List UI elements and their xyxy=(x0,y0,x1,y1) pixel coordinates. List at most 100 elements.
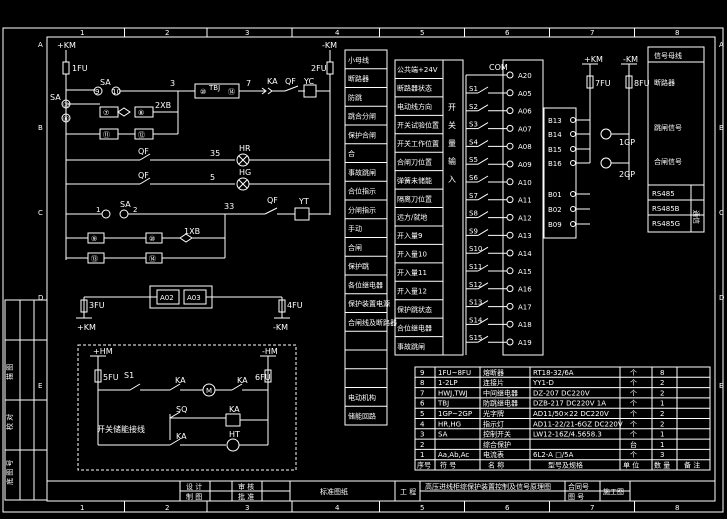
bom-unit: 个 xyxy=(630,410,637,418)
bom-code: SA xyxy=(438,431,448,439)
switch-S13: S13 xyxy=(469,299,482,307)
bom-header-code: 符 号 xyxy=(440,461,456,470)
io-terminals: A20A05A06A07A08A09A10A11A12A13A14A15A16A… xyxy=(465,71,532,355)
svg-text:⑭: ⑭ xyxy=(149,255,156,263)
svg-text:SQ: SQ xyxy=(176,405,187,414)
io-label: 开入量10 xyxy=(397,251,427,259)
function-label: 各位继电器 xyxy=(348,280,383,289)
output-terminal-block xyxy=(543,107,577,239)
switch-S4: S4 xyxy=(469,138,478,146)
bom-code: TBJ xyxy=(437,400,449,408)
terminal-A09: A09 xyxy=(518,161,532,169)
fuse-1fu-label: 1FU xyxy=(72,64,88,73)
svg-text:RS485: RS485 xyxy=(652,190,675,198)
node-3: 3 xyxy=(170,79,175,88)
svg-text:⑬: ⑬ xyxy=(91,255,98,263)
svg-text:⑥: ⑥ xyxy=(63,115,69,123)
bom-name: 控制开关 xyxy=(483,430,511,439)
io-label: 开入量9 xyxy=(397,232,422,240)
bom-qty: 2 xyxy=(660,410,664,418)
column-marker-3: 3 xyxy=(245,29,249,37)
svg-text:M: M xyxy=(206,387,212,395)
svg-text:5FU: 5FU xyxy=(103,373,119,382)
function-label: 小母线 xyxy=(348,55,369,64)
bom-spec: DZ-207 DC220V xyxy=(533,389,590,397)
svg-text:KA: KA xyxy=(176,432,187,441)
io-label: 保护跳状态 xyxy=(397,305,432,314)
io-label: 开入量12 xyxy=(397,287,427,295)
svg-text:+KM: +KM xyxy=(584,55,603,64)
node-7: 7 xyxy=(246,79,251,88)
bom-unit: 个 xyxy=(630,400,637,408)
bom-spec: LW12-16Z/4.5658.3 xyxy=(533,431,602,439)
terminal-A14: A14 xyxy=(518,250,532,258)
column-marker-bottom-2: 2 xyxy=(165,504,169,512)
io-label: 合闸刀位置 xyxy=(397,157,432,166)
bom-name: 连接片 xyxy=(483,378,504,387)
left-label-a: 描 图 xyxy=(5,364,14,380)
svg-text:工 程: 工 程 xyxy=(400,487,416,496)
column-marker-bottom-6: 6 xyxy=(505,504,510,512)
svg-text:RS485G: RS485G xyxy=(652,220,680,228)
fuse-8fu xyxy=(625,75,633,89)
io-label: 弹簧未储能 xyxy=(397,176,432,185)
column-marker-4: 4 xyxy=(335,29,340,37)
bom-no: 7 xyxy=(420,389,424,397)
svg-text:⑦: ⑦ xyxy=(103,109,109,117)
output-terminal-b02: B02 xyxy=(548,206,562,214)
switch-S14: S14 xyxy=(469,316,483,324)
bus-plus-km: +KM xyxy=(57,41,76,50)
svg-text:⑭: ⑭ xyxy=(228,88,235,96)
row-marker-E: E xyxy=(38,382,42,390)
output-terminal-b01: B01 xyxy=(548,191,562,199)
bom-name: 熔断器 xyxy=(483,368,504,377)
io-side-char: 输 xyxy=(448,156,456,166)
bus-minus-km: -KM xyxy=(322,41,337,50)
fuse-7fu xyxy=(586,75,594,89)
bom-no: 9 xyxy=(420,369,424,377)
yt-label: YT xyxy=(298,197,309,206)
switch-S15: S15 xyxy=(469,334,482,342)
terminal-A18: A18 xyxy=(518,321,532,329)
io-label: 远方/就地 xyxy=(397,213,427,222)
bom-no: 3 xyxy=(420,431,424,439)
svg-text:2: 2 xyxy=(133,206,137,214)
bom-spec: DZB-217 DC220V 1A xyxy=(533,400,606,408)
bom-unit: 个 xyxy=(630,431,637,439)
svg-text:KA: KA xyxy=(237,376,248,385)
qf-label-top: QF xyxy=(285,77,296,86)
bom-unit: 个 xyxy=(630,379,637,387)
io-label: 开入量11 xyxy=(397,269,427,277)
bom-unit: 个 xyxy=(630,420,637,428)
xb2-label: 2XB xyxy=(155,101,171,110)
bom-unit: 台 xyxy=(630,440,637,449)
terminal-A06: A06 xyxy=(518,108,532,116)
terminal-A08: A08 xyxy=(518,143,532,151)
terminal-A07: A07 xyxy=(518,125,532,133)
terminal-A19: A19 xyxy=(518,339,532,347)
node-5: 5 xyxy=(210,173,215,182)
io-terminal-block xyxy=(502,59,544,356)
io-label: 开关试验位置 xyxy=(397,121,439,130)
bom-no: 5 xyxy=(420,410,424,418)
bom-code: HR,HG xyxy=(438,420,461,428)
function-label: 防跳 xyxy=(348,93,362,102)
row-marker-right-E: E xyxy=(719,382,723,390)
function-label: 断路器 xyxy=(348,74,369,83)
svg-text:HT: HT xyxy=(229,430,240,439)
terminal-A15: A15 xyxy=(518,268,532,276)
left-label-b: 校 对 xyxy=(5,414,14,430)
io-label: 合位继电器 xyxy=(397,323,432,332)
switch-S7: S7 xyxy=(469,192,478,200)
yc-label: YC xyxy=(303,77,314,86)
terminal-A16: A16 xyxy=(518,286,532,294)
bom-spec: AD11/50×22 DC220V xyxy=(533,410,609,418)
svg-text:通信: 通信 xyxy=(692,210,701,224)
svg-text:⑨: ⑨ xyxy=(91,235,97,243)
terminal-A10: A10 xyxy=(518,179,532,187)
io-side-char: 关 xyxy=(448,120,456,130)
